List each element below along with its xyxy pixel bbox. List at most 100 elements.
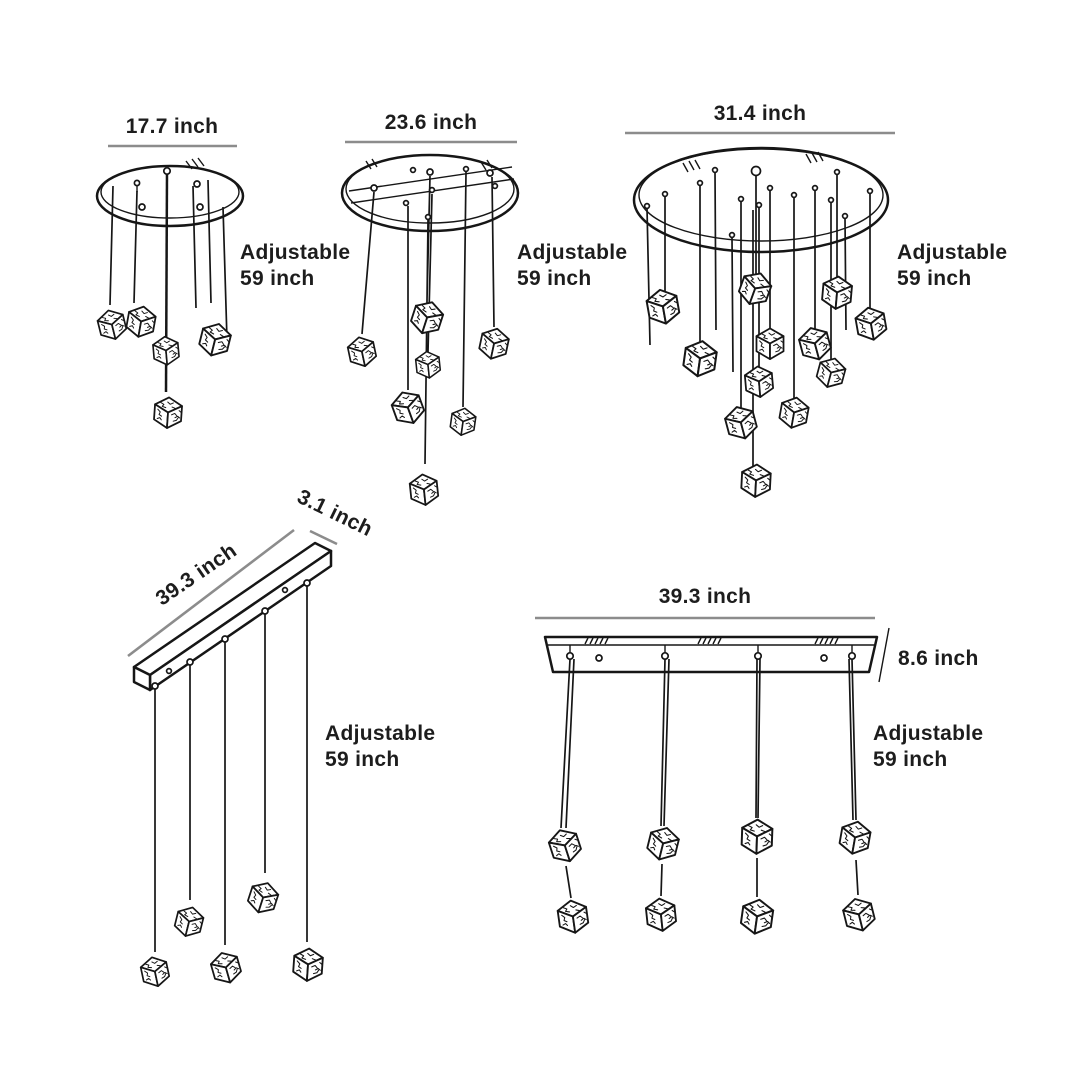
dimension-line-depth (309, 529, 338, 546)
width-dimension-label: 23.6 inch (385, 111, 478, 134)
attachment-loop (827, 196, 835, 204)
suspension-wires (643, 165, 874, 467)
suspension-wires (560, 645, 859, 899)
mounting-hole (165, 667, 173, 675)
attachment-loop (162, 166, 172, 176)
attachment-loop (133, 179, 141, 187)
attachment-loop (193, 180, 201, 188)
attachment-loop (151, 682, 159, 690)
cube-pendants (644, 267, 889, 499)
crystal-cube-pendant (738, 896, 776, 937)
attachment-loop (737, 195, 745, 203)
rim-hatch-marks (584, 637, 839, 645)
crystal-cube-pendant (555, 897, 591, 936)
crystal-cube-pendant (545, 824, 585, 867)
dimension-line-length (127, 528, 295, 658)
adjustable-label-line2: 59 inch (240, 267, 314, 290)
crystal-cube-pendant (644, 896, 678, 934)
attachment-loop (643, 202, 651, 210)
crystal-cube-pendant (795, 323, 834, 365)
attachment-loop (790, 191, 798, 199)
adjustable-label-line1: Adjustable (897, 241, 1007, 264)
crystal-cube-pendant (853, 304, 889, 344)
mounting-hole (281, 586, 289, 594)
crystal-cube-pendant (196, 319, 234, 360)
crystal-cube-pendant (755, 327, 785, 360)
cube-pendants (138, 878, 325, 990)
crystal-cube-pendant (94, 306, 129, 344)
crystal-cube-pendant (151, 334, 181, 367)
attachment-loop (491, 182, 499, 190)
attachment-loop (660, 651, 670, 661)
crystal-cube-pendant (387, 386, 428, 429)
crystal-cube-pendant (777, 394, 811, 432)
attachment-loop (811, 184, 819, 192)
attachment-loop (866, 187, 874, 195)
attachment-loop (696, 179, 704, 187)
attachment-loop (847, 651, 857, 661)
width-dimension-label: 17.7 inch (126, 115, 219, 138)
crystal-cube-pendant (207, 948, 245, 988)
attachment-loop (753, 651, 763, 661)
cube-pendants (345, 296, 512, 508)
attachment-loop (186, 658, 194, 666)
crystal-cube-pendant (172, 903, 207, 941)
crystal-cube-pendant (408, 472, 440, 508)
crystal-cube-pendant (291, 946, 325, 983)
crystal-cube-pendant (407, 296, 447, 339)
adjustable-label-line1: Adjustable (517, 241, 627, 264)
width-dimension-label: 31.4 inch (714, 102, 807, 125)
attachment-loop (196, 203, 204, 211)
attachment-loop (409, 166, 417, 174)
canopy-round (95, 157, 245, 228)
fixture-linear-front: 39.3 inch 8.6 inch (535, 585, 983, 937)
crystal-cube-pendant (743, 364, 775, 400)
length-dimension-label: 39.3 inch (659, 585, 752, 608)
adjustable-label-line2: 59 inch (325, 748, 399, 771)
attachment-loop (755, 201, 763, 209)
fixture-linear-angled: 39.3 inch 3.1 inch Adjustable 59 inch (127, 485, 435, 990)
attachment-loop (303, 579, 311, 587)
crystal-cube-pendant (644, 823, 682, 864)
crystal-cube-pendant (124, 303, 158, 341)
canopy-linear-bar (543, 635, 879, 674)
mounting-hole (595, 654, 603, 662)
attachment-loop (261, 607, 269, 615)
suspension-wires (361, 165, 499, 465)
cube-pendants (94, 303, 234, 430)
attachment-loop (711, 166, 719, 174)
dimension-tick-depth (878, 627, 890, 683)
canopy-linear-bar (132, 541, 333, 692)
attachment-loop (370, 184, 378, 192)
crystal-cube-pendant (820, 274, 854, 312)
attachment-loop (565, 651, 575, 661)
fixture-round-small: 17.7 inch Adjustable 59 inch (94, 115, 350, 430)
depth-dimension-label: 3.1 inch (294, 485, 377, 541)
adjustable-label-line1: Adjustable (240, 241, 350, 264)
crystal-cube-pendant (644, 286, 682, 328)
crystal-cube-pendant (739, 462, 773, 499)
crystal-cube-pendant (813, 354, 849, 392)
attachment-loop (486, 169, 494, 177)
length-dimension-label: 39.3 inch (152, 539, 241, 610)
adjustable-label-line2: 59 inch (897, 267, 971, 290)
crystal-cube-pendant (740, 818, 774, 856)
crystal-cube-pendant (414, 349, 442, 380)
crystal-cube-pendant (837, 818, 873, 858)
depth-dimension-label: 8.6 inch (898, 647, 979, 670)
attachment-loop (766, 184, 774, 192)
suspension-wires (151, 579, 311, 952)
rim-hatch-marks (365, 158, 493, 171)
adjustable-label-line2: 59 inch (873, 748, 947, 771)
attachment-loop (221, 635, 229, 643)
fixture-round-large: 31.4 inch (625, 102, 1007, 499)
crystal-cube-pendant (345, 333, 379, 370)
attachment-loop (841, 212, 849, 220)
attachment-loop (424, 213, 432, 221)
rim-hatch-marks (682, 151, 824, 173)
crystal-cube-pendant (840, 894, 878, 935)
fixture-round-medium: 23.6 inch Adjus (340, 111, 627, 508)
attachment-loop (428, 186, 436, 194)
crystal-cube-pendant (448, 405, 478, 438)
